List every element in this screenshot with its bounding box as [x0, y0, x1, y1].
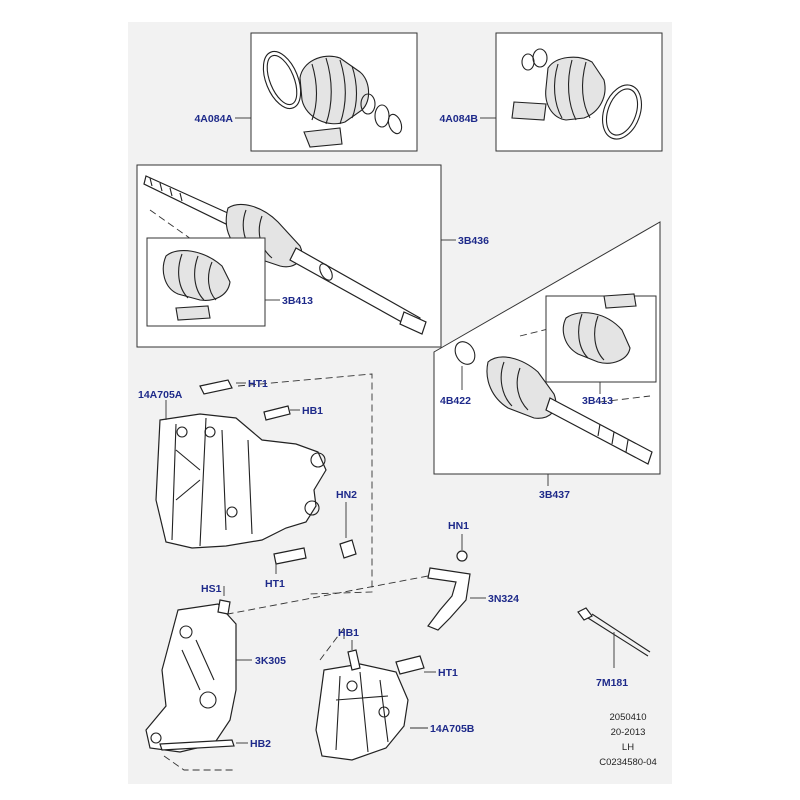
tie-strap-group	[577, 607, 651, 668]
callout-drive-shaft-rh[interactable]: 3B436	[458, 235, 489, 247]
callout-bolt-ht1-low[interactable]: HT1	[438, 667, 458, 679]
mounting-bracket-lower-group	[315, 626, 436, 761]
nut-hn1-icon	[456, 550, 468, 562]
boot-kit-a-group	[235, 32, 418, 152]
meta-year-range: 20-2013	[611, 727, 646, 738]
callout-nut-hn1[interactable]: HN1	[448, 520, 469, 532]
meta-side: LH	[622, 742, 634, 753]
callout-inner-joint-rh[interactable]: 3B413	[282, 295, 313, 307]
callout-nut-hn2[interactable]: HN2	[336, 489, 357, 501]
boot-kit-b-group	[480, 32, 663, 152]
callout-drive-shaft-lh[interactable]: 3B437	[539, 489, 570, 501]
bearing-bracket-group	[145, 586, 252, 771]
drive-shaft-rh-group	[136, 164, 456, 348]
callout-bolt-hb1-top[interactable]: HB1	[302, 405, 323, 417]
callout-heat-shield-clip[interactable]: 3N324	[488, 593, 519, 605]
callout-inner-joint-lh[interactable]: 3B413	[582, 395, 613, 407]
callout-bracket-upper[interactable]: 14A705A	[138, 389, 183, 401]
callout-bolt-ht1-mid[interactable]: HT1	[265, 578, 285, 590]
callout-tie-strap[interactable]: 7M181	[596, 677, 628, 689]
callout-bolt-hb1-low[interactable]: HB1	[338, 627, 359, 639]
drive-shaft-lh-group	[433, 221, 661, 486]
callout-boot-kit-a[interactable]: 4A084A	[194, 113, 233, 125]
callout-boot-kit-b[interactable]: 4A084B	[439, 113, 478, 125]
tie-strap-icon	[577, 607, 593, 621]
callout-bolt-hs1[interactable]: HS1	[201, 583, 222, 595]
circlip-icon	[454, 341, 476, 365]
mounting-bracket-upper-group	[155, 373, 373, 595]
callout-bearing-bracket[interactable]: 3K305	[255, 655, 286, 667]
callout-bracket-lower[interactable]: 14A705B	[430, 723, 475, 735]
callout-circlip[interactable]: 4B422	[440, 395, 471, 407]
callout-bolt-hb2[interactable]: HB2	[250, 738, 271, 750]
callout-bolt-ht1-top[interactable]: HT1	[248, 378, 268, 390]
heat-shield-clip-group	[227, 534, 486, 631]
meta-date-code: 2050410	[610, 712, 647, 723]
meta-illustration-id: C0234580-04	[599, 757, 657, 768]
